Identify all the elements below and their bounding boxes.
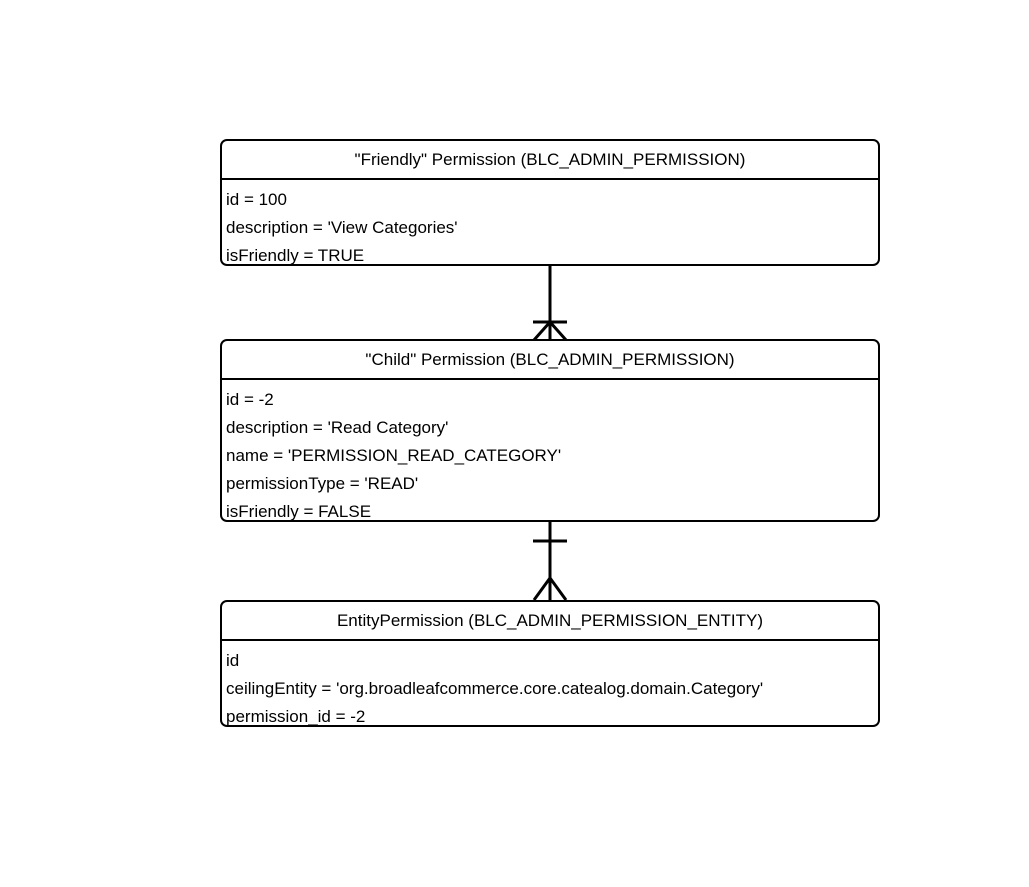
- entity-attributes-friendly-permission: id = 100 description = 'View Categories'…: [222, 180, 878, 265]
- attribute-row: permissionType = 'READ': [226, 474, 419, 493]
- attribute-row: description = 'Read Category': [226, 418, 449, 437]
- crows-foot-icon: [532, 577, 552, 601]
- attribute-row: id = 100: [226, 190, 287, 209]
- entity-box-friendly-permission[interactable]: "Friendly" Permission (BLC_ADMIN_PERMISS…: [220, 139, 880, 266]
- attribute-row: isFriendly = TRUE: [226, 246, 365, 265]
- crows-foot-icon: [532, 321, 552, 341]
- entity-attributes-child-permission: id = -2 description = 'Read Category' na…: [222, 380, 878, 521]
- entity-title-child-permission: "Child" Permission (BLC_ADMIN_PERMISSION…: [222, 341, 878, 380]
- attribute-row: isFriendly = FALSE: [226, 502, 372, 521]
- attribute-row: id: [226, 651, 240, 670]
- attribute-row: ceilingEntity = 'org.broadleafcommerce.c…: [226, 679, 764, 698]
- attribute-row: id = -2: [226, 390, 274, 409]
- crows-foot-icon: [548, 321, 568, 341]
- entity-attributes-entity-permission: id ceilingEntity = 'org.broadleafcommerc…: [222, 641, 878, 726]
- entity-box-entity-permission[interactable]: EntityPermission (BLC_ADMIN_PERMISSION_E…: [220, 600, 880, 727]
- entity-box-child-permission[interactable]: "Child" Permission (BLC_ADMIN_PERMISSION…: [220, 339, 880, 522]
- relationship-child-to-entity-permission[interactable]: [532, 521, 568, 601]
- relationship-friendly-to-child[interactable]: [532, 265, 568, 341]
- entity-title-friendly-permission: "Friendly" Permission (BLC_ADMIN_PERMISS…: [222, 141, 878, 180]
- attribute-row: description = 'View Categories': [226, 218, 458, 237]
- crows-foot-icon: [548, 577, 568, 601]
- attribute-row: name = 'PERMISSION_READ_CATEGORY': [226, 446, 562, 465]
- attribute-row: permission_id = -2: [226, 707, 366, 726]
- entity-title-entity-permission: EntityPermission (BLC_ADMIN_PERMISSION_E…: [222, 602, 878, 641]
